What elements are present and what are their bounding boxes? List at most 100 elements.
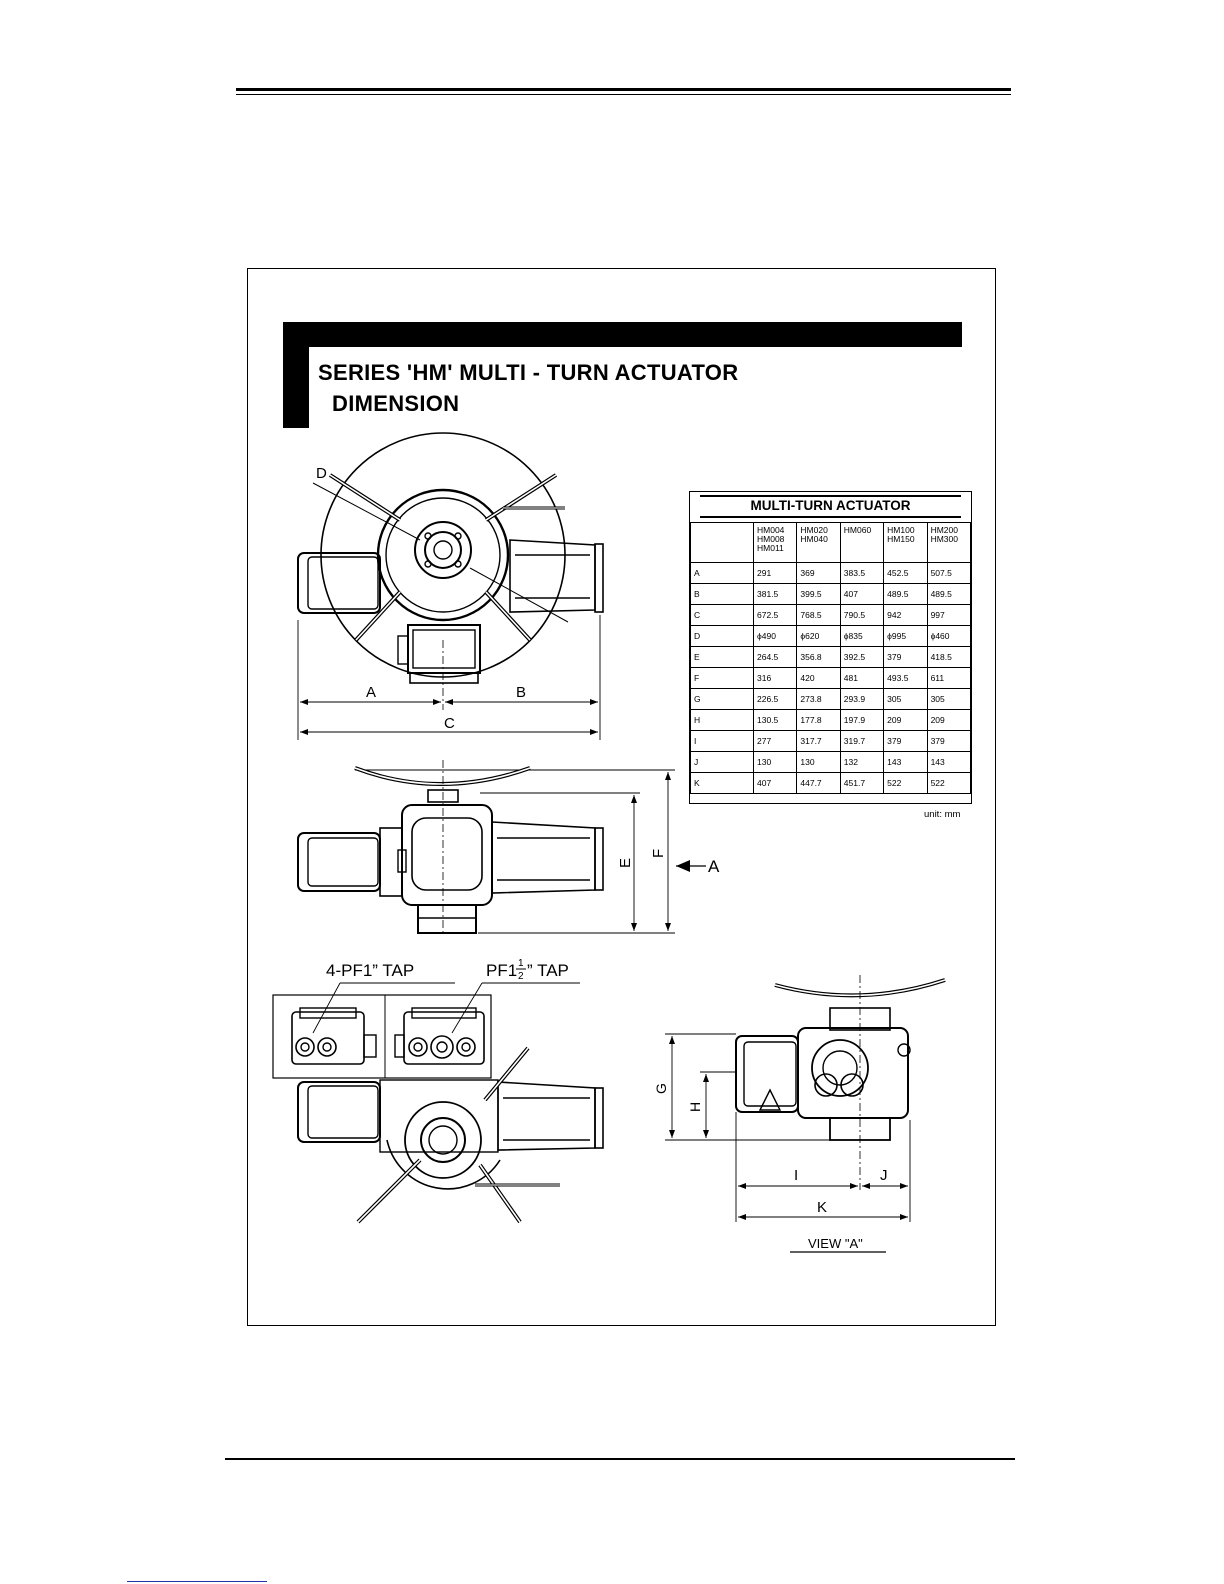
- table-cell: 790.5: [839, 604, 885, 626]
- dim-label-e: E: [617, 858, 634, 868]
- table-cell: 399.5: [796, 583, 841, 605]
- model-name: HM200: [930, 525, 958, 535]
- row-label: F: [690, 667, 754, 689]
- view-a-arrow-label: A: [708, 857, 720, 876]
- table-cell: ϕ620: [796, 625, 841, 647]
- row-label: I: [690, 730, 754, 752]
- model-name: HM008: [757, 534, 785, 544]
- dim-label-j: J: [880, 1167, 888, 1184]
- bottom-view: [272, 982, 604, 1224]
- model-name: HM060: [843, 525, 872, 535]
- row-label: D: [690, 625, 754, 647]
- table-cell: 383.5: [839, 562, 885, 584]
- row-label: C: [690, 604, 754, 626]
- table-cell: 407: [839, 583, 885, 605]
- table-cell: 293.9: [839, 688, 885, 710]
- row-label: K: [690, 772, 754, 794]
- table-cell: 177.8: [796, 709, 841, 731]
- view-a-caption: VIEW "A": [808, 1236, 863, 1251]
- table-cell: 197.9: [839, 709, 885, 731]
- dim-label-h: H: [687, 1102, 703, 1112]
- tap-label-pf112-post: ” TAP: [527, 961, 569, 980]
- figure-frame: [247, 268, 996, 1326]
- table-cell: 264.5: [752, 646, 798, 668]
- table-cell: 316: [752, 667, 798, 689]
- table-cell: 130.5: [752, 709, 798, 731]
- header-rule: [236, 88, 1011, 91]
- table-cell: 489.5: [883, 583, 928, 605]
- table-cell: 522: [883, 772, 928, 794]
- tap-label-pf112-pre: PF1: [486, 961, 517, 980]
- table-cell: 226.5: [752, 688, 798, 710]
- table-cell: 522: [926, 772, 972, 794]
- table-cell: 209: [926, 709, 972, 731]
- table-cell: 356.8: [796, 646, 841, 668]
- row-label: A: [690, 562, 754, 584]
- table-cell: 611: [926, 667, 972, 689]
- table-cell: 379: [926, 730, 972, 752]
- row-label: G: [690, 688, 754, 710]
- table-cell: ϕ490: [752, 625, 798, 647]
- table-cell: 997: [926, 604, 972, 626]
- row-label: H: [690, 709, 754, 731]
- title-bar: [283, 322, 962, 347]
- dim-label-b: B: [516, 684, 526, 701]
- row-label: E: [690, 646, 754, 668]
- model-name: HM004: [757, 525, 785, 535]
- table-cell: 305: [883, 688, 928, 710]
- table-cell: 379: [883, 730, 928, 752]
- dim-label-c: C: [444, 715, 455, 732]
- table-cell: 489.5: [926, 583, 972, 605]
- dim-label-g: G: [653, 1083, 669, 1094]
- table-cell: 420: [796, 667, 841, 689]
- table-cell: 277: [752, 730, 798, 752]
- table-cell: 493.5: [883, 667, 928, 689]
- table-cell: 507.5: [926, 562, 972, 584]
- table-cell: 273.8: [796, 688, 841, 710]
- model-name: HM150: [887, 534, 915, 544]
- table-corner-cell: [690, 522, 754, 563]
- table-cell: 209: [883, 709, 928, 731]
- tap-label-pf112-den: 2: [518, 971, 524, 982]
- table-cell: 319.7: [839, 730, 885, 752]
- top-view: [297, 432, 604, 740]
- table-cell: 291: [752, 562, 798, 584]
- dim-label-d: D: [316, 465, 327, 482]
- model-name: HM040: [800, 534, 828, 544]
- model-name: HM020: [800, 525, 828, 535]
- table-cell: ϕ995: [883, 625, 928, 647]
- footer-link-underline: [127, 1581, 267, 1582]
- model-name: HM100: [887, 525, 915, 535]
- header-rule-thin: [236, 94, 1011, 95]
- table-cell: 447.7: [796, 772, 841, 794]
- table-cell: 130: [752, 751, 798, 773]
- table-cell: 143: [926, 751, 972, 773]
- table-cell: 143: [883, 751, 928, 773]
- page-subtitle: DIMENSION: [332, 391, 460, 416]
- unit-note: unit: mm: [924, 809, 961, 820]
- table-cell: 132: [839, 751, 885, 773]
- table-cell: 379: [883, 646, 928, 668]
- tap-label-pf1: 4-PF1” TAP: [326, 961, 414, 980]
- row-label: J: [690, 751, 754, 773]
- table-cell: 418.5: [926, 646, 972, 668]
- table-cell: 392.5: [839, 646, 885, 668]
- view-a: [665, 975, 946, 1253]
- table-cell: 305: [926, 688, 972, 710]
- model-name: HM300: [930, 534, 958, 544]
